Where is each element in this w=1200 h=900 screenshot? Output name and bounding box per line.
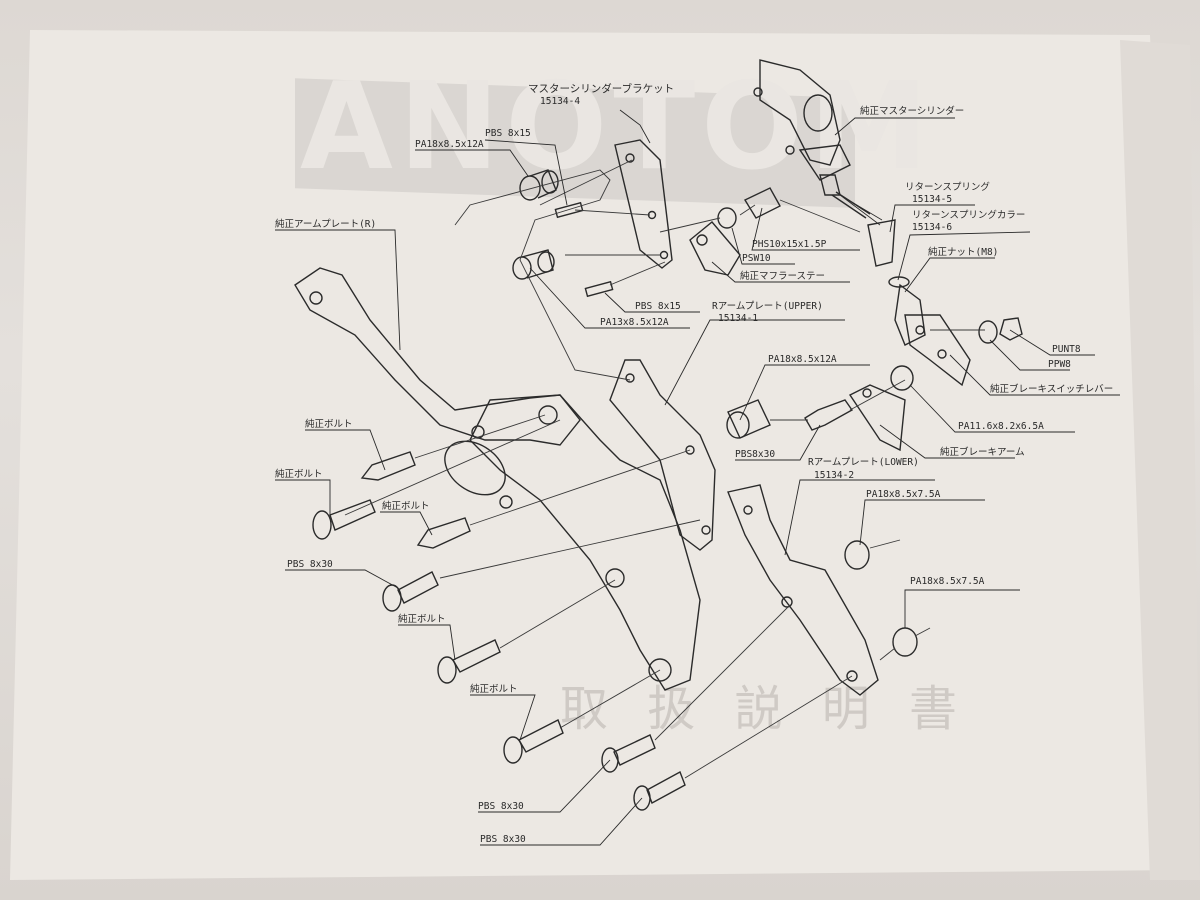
- label-punt: PUNT8: [1052, 344, 1081, 355]
- brake-arm-part: [848, 384, 906, 452]
- spacer-pa13-part: [512, 249, 555, 280]
- label-pa18-top: PA18x8.5x12A: [415, 139, 484, 150]
- label-phs: PHS10x15x1.5P: [752, 239, 827, 250]
- label-psw: PSW10: [742, 253, 771, 264]
- label-return-spring-code: 15134-5: [912, 194, 952, 205]
- label-arm-upper: Rアームプレート(UPPER): [712, 301, 823, 312]
- faded-title: 取 扱 説 明 書: [560, 681, 969, 737]
- label-pa11: PA11.6x8.2x6.5A: [958, 421, 1044, 432]
- phs-bolt-part: [717, 187, 781, 229]
- label-master-bracket: マスターシリンダーブラケット: [528, 82, 674, 95]
- paper-sheet: [10, 30, 1190, 880]
- bolt-pbs8x30-b1-part: [601, 734, 656, 773]
- bolt-genuine-2-part: [312, 499, 376, 540]
- leader-lines: [275, 109, 1120, 846]
- watermark-text: ANOTOM: [300, 58, 935, 197]
- brake-lever-part: [904, 314, 971, 387]
- part-labels: マスターシリンダーブラケット 15134-4 純正マスターシリンダー PA18x…: [275, 82, 1113, 845]
- label-pa18x7-a: PA18x8.5x7.5A: [866, 489, 941, 500]
- spacer-top-part: [519, 169, 559, 201]
- label-brake-arm: 純正ブレーキアーム: [940, 446, 1025, 458]
- label-genuine-master: 純正マスターシリンダー: [860, 105, 964, 117]
- arm-plate-r-part: [294, 267, 581, 446]
- label-pbs8x30-mid: PBS8x30: [735, 449, 775, 460]
- watermark: ANOTOM: [295, 58, 935, 208]
- label-genuine-bolt-3: 純正ボルト: [382, 500, 430, 512]
- label-pbs8x30-b2: PBS 8x30: [480, 834, 526, 845]
- label-pa18-mid: PA18x8.5x12A: [768, 354, 837, 365]
- label-brake-lever: 純正ブレーキスイッチレバー: [990, 383, 1113, 395]
- screw-pbs8x15-mid-part: [584, 280, 614, 298]
- label-arm-lower: Rアームプレート(LOWER): [808, 457, 919, 468]
- oval-disc-part: [444, 440, 506, 496]
- main-plate-part: [469, 394, 701, 691]
- label-return-spring: リターンスプリング: [905, 181, 990, 193]
- nut-washer-right-part: [978, 317, 1023, 344]
- label-muffler-stay: 純正マフラーステー: [740, 270, 825, 282]
- label-arm-upper-code: 15134-1: [718, 313, 758, 324]
- label-pbs8x30-b1: PBS 8x30: [478, 801, 524, 812]
- spacer-pa18x7-a-part: [844, 540, 870, 570]
- label-genuine-bolt-5: 純正ボルト: [470, 683, 518, 695]
- label-return-collar: リターンスプリングカラー: [912, 209, 1025, 221]
- label-ppw: PPW8: [1048, 359, 1071, 370]
- assembly-lines: [344, 159, 985, 779]
- label-return-collar-code: 15134-6: [912, 222, 952, 233]
- label-pa13: PA13x8.5x12A: [600, 317, 669, 328]
- bolt-pbs8x30-mid-part: [804, 399, 854, 431]
- label-pa18x7-b: PA18x8.5x7.5A: [910, 576, 985, 587]
- muffler-stay-part: [689, 221, 741, 276]
- label-genuine-bolt-4: 純正ボルト: [398, 613, 446, 625]
- arm-plate-lower-part: [727, 484, 879, 696]
- paper-fold-shadow: [1120, 40, 1200, 880]
- bolt-genuine-3-part: [416, 517, 471, 549]
- label-pbs8x15-mid: PBS 8x15: [635, 301, 681, 312]
- label-arm-plate-r: 純正アームプレート(R): [275, 218, 376, 230]
- master-cylinder-part: [753, 59, 883, 226]
- label-pbs8x30-left: PBS 8x30: [287, 559, 333, 570]
- spacer-pa18-mid-part: [726, 399, 771, 439]
- label-genuine-bolt-2: 純正ボルト: [275, 468, 323, 480]
- parts-drawing: [294, 59, 1023, 811]
- bolt-genuine-4-part: [437, 639, 501, 684]
- collar-pa11-part: [890, 365, 914, 391]
- label-arm-lower-code: 15134-2: [814, 470, 854, 481]
- label-genuine-nut: 純正ナット(M8): [928, 246, 998, 258]
- bolt-pbs8x30-b2-part: [633, 771, 686, 811]
- label-genuine-bolt-1: 純正ボルト: [305, 418, 353, 430]
- bolt-genuine-5-part: [503, 719, 564, 764]
- label-pbs8x15-top: PBS 8x15: [485, 128, 531, 139]
- arm-plate-upper-part: [609, 359, 716, 551]
- label-master-bracket-code: 15134-4: [540, 96, 580, 107]
- bolt-genuine-1-part: [360, 451, 416, 481]
